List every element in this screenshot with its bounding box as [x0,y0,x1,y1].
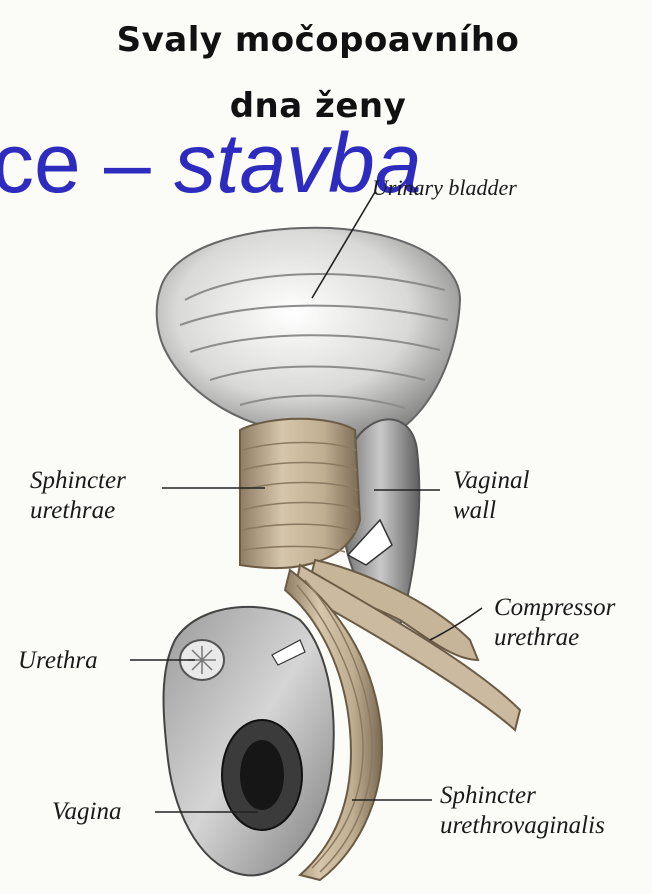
label-compressor-urethrae-line2: urethrae [494,624,579,651]
urinary-bladder-shape [157,228,460,441]
label-urethra: Urethra [18,647,98,674]
label-vaginal-wall-line1: Vaginal [453,467,529,494]
label-compressor-urethrae-line1: Compressor [494,594,615,621]
label-sphincter-urethrovaginalis-line1: Sphincter [440,782,536,809]
label-sphincter-urethrae-line1: Sphincter [30,467,126,494]
overlay-prefix: ce – [0,116,174,210]
vaginal-tube-shape [164,607,334,876]
label-vagina: Vagina [52,798,121,825]
sphincter-urethrae-muscle [240,419,360,568]
slide-title-line-1: Svaly močopoavního [0,20,644,60]
label-vaginal-wall-line2: wall [453,497,496,524]
label-urinary-bladder: Urinary bladder [372,174,517,201]
label-sphincter-urethrovaginalis-line2: urethrovaginalis [440,812,605,839]
label-sphincter-urethrae-line2: urethrae [30,497,115,524]
overlay-heading: ce – stavba [0,118,422,208]
